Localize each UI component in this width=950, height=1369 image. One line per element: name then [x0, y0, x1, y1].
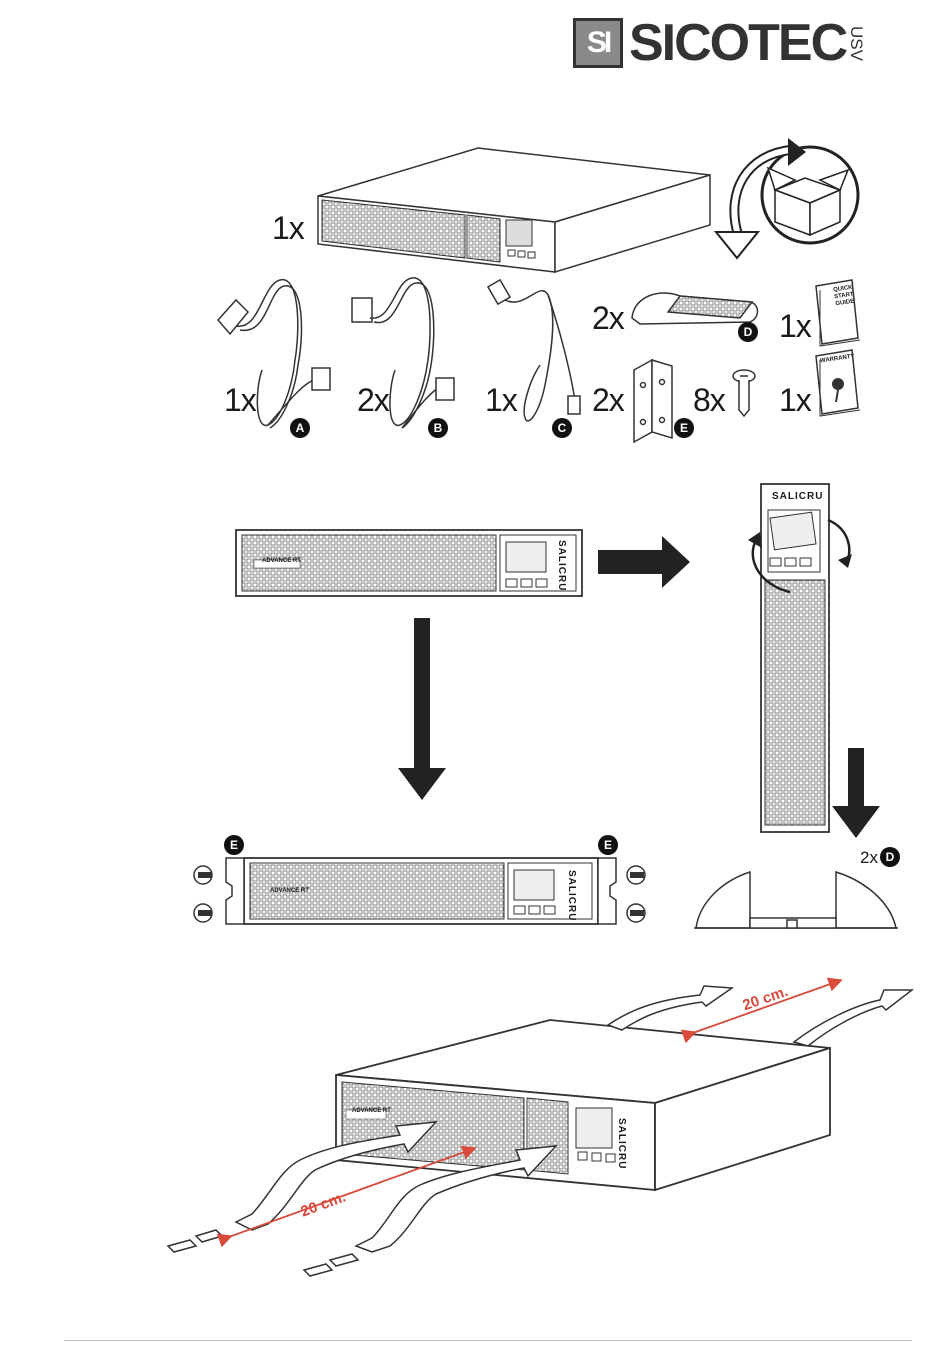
foot-d-image: [632, 293, 758, 324]
cable-b-tag: B: [428, 418, 448, 438]
cable-c-qty: 1x: [485, 384, 517, 416]
quick-guide-label: QUICK START GUIDE: [833, 285, 856, 309]
ups-qty: 1x: [272, 212, 304, 244]
warranty-qty: 1x: [779, 384, 811, 416]
feet-d-tag: D: [738, 322, 758, 342]
model-label-horizontal: ADVANCE RT: [262, 558, 301, 564]
cable-a-qty: 1x: [224, 384, 256, 416]
quick-guide-qty: 1x: [779, 310, 811, 342]
tower-feet-image: [694, 872, 898, 928]
rack-bracket-tag-left: E: [224, 835, 244, 855]
panel-brand-vent: SALICRU: [616, 1118, 627, 1169]
model-label-rack: ADVANCE RT: [270, 888, 309, 894]
screws-qty: 8x: [693, 384, 725, 416]
tower-feet-tag: D: [880, 847, 900, 867]
ups-front-rack: [194, 858, 645, 924]
footer-divider: [64, 1340, 912, 1341]
rack-arrow-down: [398, 618, 446, 800]
shipping-box-image: [716, 138, 858, 258]
panel-brand-horizontal: SALICRU: [556, 540, 567, 591]
feet-arrow-down: [832, 748, 880, 838]
model-label-vent: ADVANCE RT: [352, 1108, 391, 1114]
brackets-e-qty: 2x: [592, 384, 624, 416]
bracket-e-image: [634, 360, 672, 442]
ups-unit-image: [318, 148, 710, 272]
rotate-arrow-right: [598, 536, 690, 588]
panel-brand-rack: SALICRU: [566, 870, 577, 921]
rack-bracket-tag-right: E: [598, 835, 618, 855]
panel-brand-vertical: SALICRU: [772, 491, 823, 502]
tower-feet-qty: 2x: [860, 848, 878, 868]
cable-c-tag: C: [552, 418, 572, 438]
cable-b-qty: 2x: [357, 384, 389, 416]
ups-ventilation-image: [336, 1020, 830, 1190]
feet-d-qty: 2x: [592, 302, 624, 334]
cable-a-tag: A: [290, 418, 310, 438]
screw-image: [733, 370, 755, 416]
ups-front-vertical: [748, 484, 852, 832]
brackets-e-tag: E: [674, 418, 694, 438]
